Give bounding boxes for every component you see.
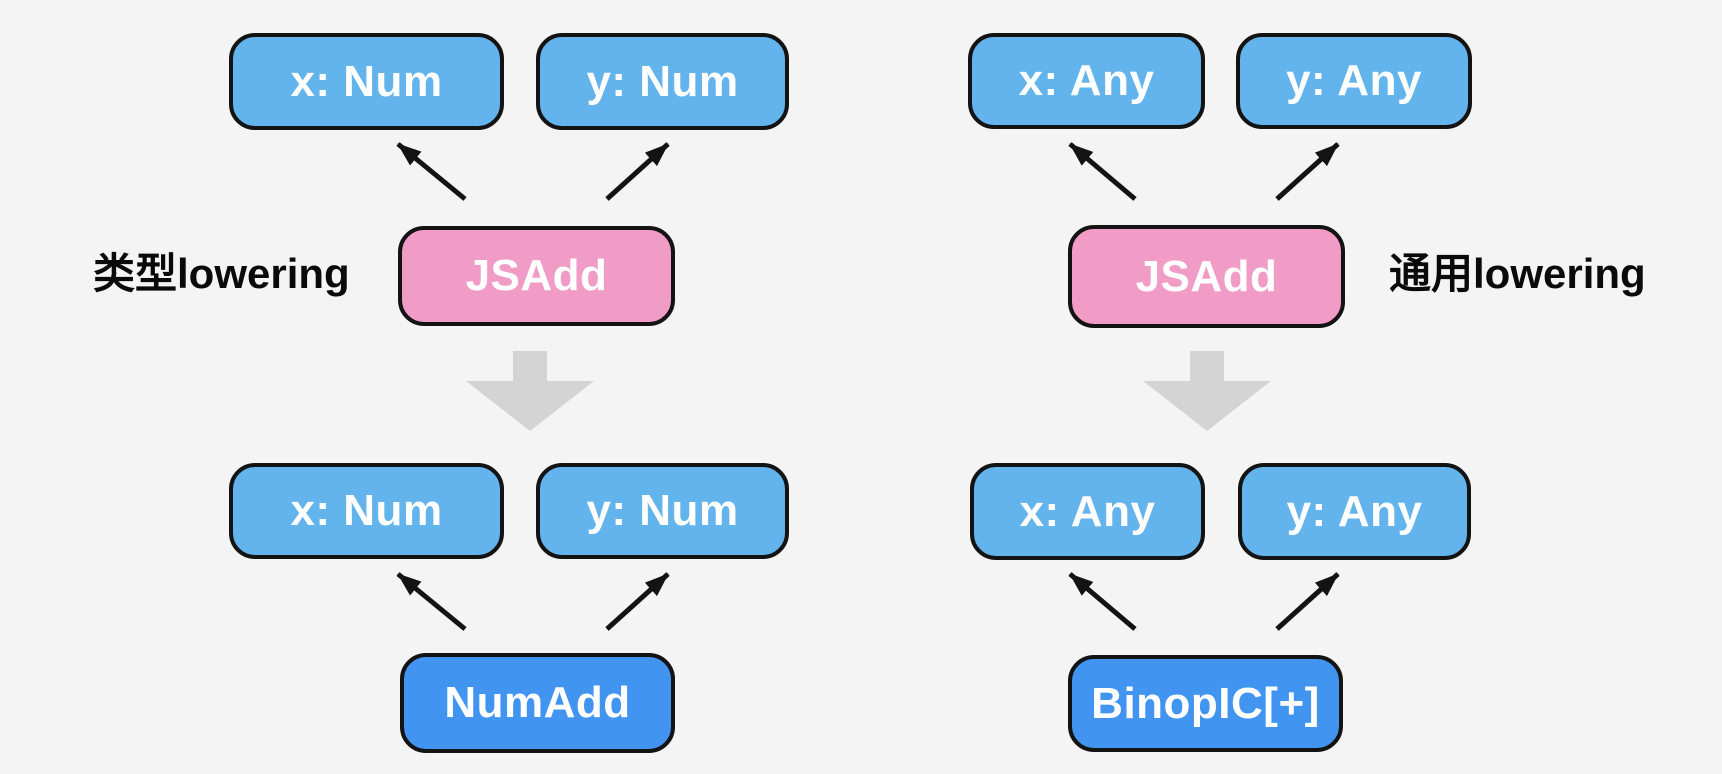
node-left-before-operator-jsadd: JSAdd (398, 226, 675, 326)
edge-arrow (605, 572, 670, 631)
edge-arrow (1068, 142, 1137, 201)
node-left-after-operator-numadd: NumAdd (400, 653, 675, 753)
node-left-before-operand-x: x: Num (229, 33, 504, 130)
node-right-after-operand-y: y: Any (1238, 463, 1471, 560)
node-right-before-operator-jsadd: JSAdd (1068, 225, 1345, 328)
node-left-after-operand-x: x: Num (229, 463, 504, 559)
node-right-before-operand-x: x: Any (968, 33, 1205, 129)
block-down-arrow (466, 351, 594, 431)
edge-arrow (396, 572, 467, 631)
edge-arrow (1068, 572, 1137, 631)
node-right-after-operand-x: x: Any (970, 463, 1205, 560)
block-down-arrow (1143, 351, 1271, 431)
node-left-before-operand-y: y: Num (536, 33, 789, 130)
node-right-after-operator-binopic: BinopIC[+] (1068, 655, 1343, 752)
label-generic-lowering: 通用lowering (1389, 250, 1646, 297)
label-type-lowering: 类型lowering (93, 250, 350, 297)
edge-arrow (1275, 142, 1340, 201)
edge-arrow (1275, 572, 1340, 631)
node-right-before-operand-y: y: Any (1236, 33, 1472, 129)
edge-arrow (396, 142, 467, 201)
edge-arrow (605, 142, 670, 201)
node-left-after-operand-y: y: Num (536, 463, 789, 559)
